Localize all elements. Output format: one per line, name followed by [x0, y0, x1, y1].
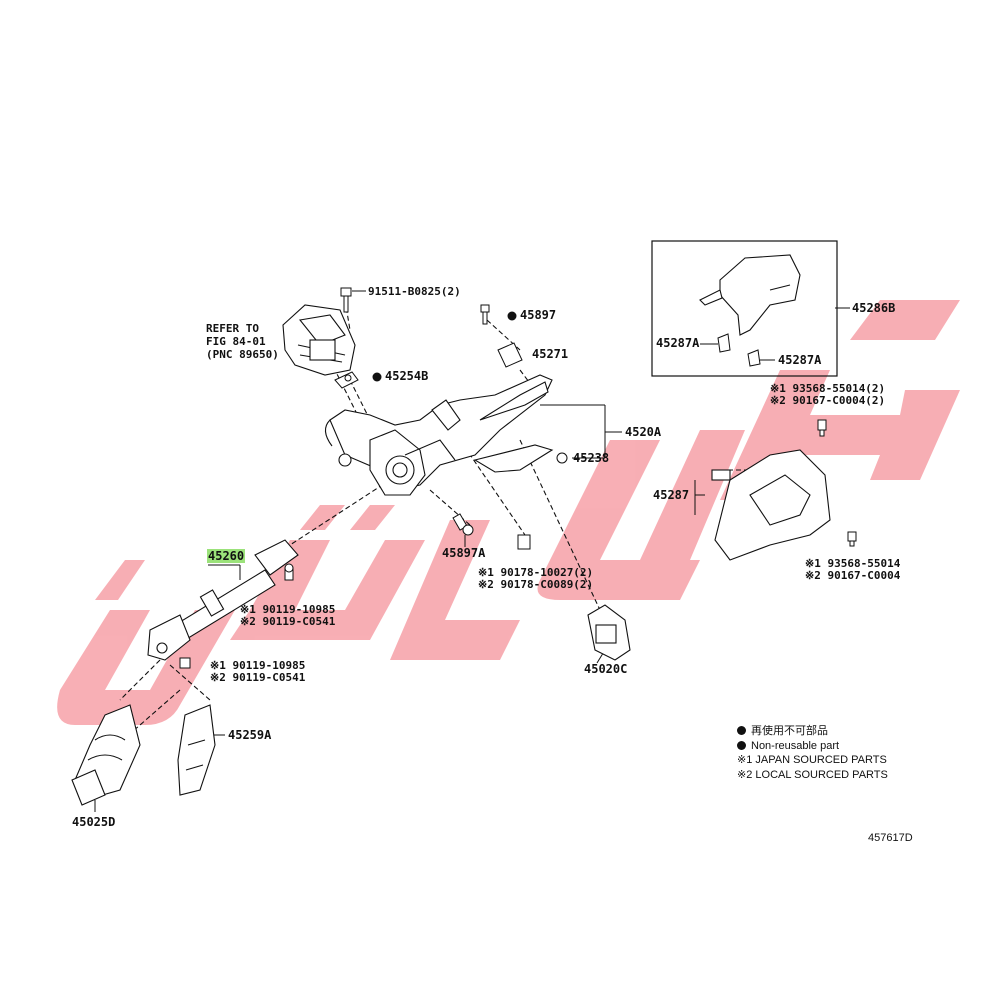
- label-45254b: 45254B: [385, 369, 429, 383]
- clip-45254b: [334, 371, 359, 389]
- upper-cover-45286b: [699, 254, 801, 336]
- label-ref-190178: ※1 90178-10027(2): [478, 566, 594, 579]
- solid-leaders: [94, 290, 850, 812]
- label-45238: 45238: [573, 451, 610, 465]
- bolt-91511: [340, 287, 352, 313]
- screw-93568-upper: [817, 419, 827, 437]
- label-45897: 45897: [520, 308, 557, 322]
- lower-cover-45287: [711, 449, 831, 561]
- bolt-90119-lower: [179, 657, 191, 669]
- label-45020c: 45020C: [584, 662, 628, 676]
- bracket-45271: [497, 342, 523, 368]
- label-45025d: 45025D: [72, 815, 116, 829]
- label-45287: 45287: [653, 488, 690, 502]
- label-ref-290178: ※2 90178-C0089(2): [478, 578, 594, 591]
- label-91511: 91511-B0825(2): [368, 285, 461, 298]
- steering-column-assembly: [324, 374, 554, 496]
- clip-45287a-left: [717, 333, 731, 353]
- legend-japan-sourced: ※1 JAPAN SOURCED PARTS: [737, 754, 887, 766]
- intermediate-shaft-45260: [147, 539, 299, 661]
- label-45286b: 45286B: [852, 301, 896, 315]
- label-ref-290119-a: ※2 90119-C0541: [240, 615, 336, 628]
- legend: 再使用不可部品 Non-reusable part ※1 JAPAN SOURC…: [737, 724, 888, 782]
- label-pnc-89650: (PNC 89650): [206, 348, 279, 361]
- label-45287a-right: 45287A: [778, 353, 822, 367]
- steering-lock-45020c: [587, 604, 631, 661]
- legend-japanese: 再使用不可部品: [751, 725, 828, 737]
- bolt-45897a: [452, 513, 474, 536]
- bolt-90119-upper: [284, 563, 294, 581]
- clip-45287a-right: [747, 349, 761, 367]
- bolt-45897: [480, 304, 490, 325]
- boot-45025d: [71, 704, 141, 806]
- label-4520a: 4520A: [625, 425, 662, 439]
- label-45260: 45260: [207, 549, 246, 563]
- label-ref-190119-a: ※1 90119-10985: [240, 603, 336, 616]
- label-ref-290167-b: ※2 90167-C0004: [805, 569, 901, 582]
- legend-bullet: [737, 740, 746, 750]
- label-45259a: 45259A: [228, 728, 272, 742]
- label-45287a-left: 45287A: [656, 336, 700, 350]
- nut-90178: [517, 534, 531, 550]
- label-ref-290167-a: ※2 90167-C0004(2): [770, 394, 886, 407]
- label-45271: 45271: [532, 347, 569, 361]
- nut-45238: [556, 452, 568, 464]
- label-45260-wrap: 45260: [207, 549, 246, 563]
- screw-93568-lower: [847, 531, 857, 547]
- label-45897a: 45897A: [442, 546, 486, 560]
- legend-non-reusable-row: Non-reusable part: [737, 739, 888, 754]
- label-ref-290119-b: ※2 90119-C0541: [210, 671, 306, 684]
- legend-non-reusable: Non-reusable part: [751, 739, 840, 752]
- inset-box-45286b: [651, 240, 838, 377]
- motor-actuator: [282, 304, 356, 376]
- figure-id: 457617D: [868, 832, 913, 844]
- legend-japanese-row: 再使用不可部品: [737, 724, 888, 739]
- non-reusable-dot-45254b: [372, 372, 382, 382]
- label-refer-to: REFER TO: [206, 322, 259, 335]
- label-ref-193568-a: ※1 93568-55014(2): [770, 382, 886, 395]
- seal-45259a: [177, 704, 216, 796]
- label-fig-84-01: FIG 84-01: [206, 335, 266, 348]
- non-reusable-dot-45897: [507, 311, 517, 321]
- legend-bullet: [737, 726, 746, 735]
- label-ref-190119-b: ※1 90119-10985: [210, 659, 306, 672]
- legend-local-sourced: ※2 LOCAL SOURCED PARTS: [737, 768, 888, 781]
- label-ref-193568-b: ※1 93568-55014: [805, 557, 901, 570]
